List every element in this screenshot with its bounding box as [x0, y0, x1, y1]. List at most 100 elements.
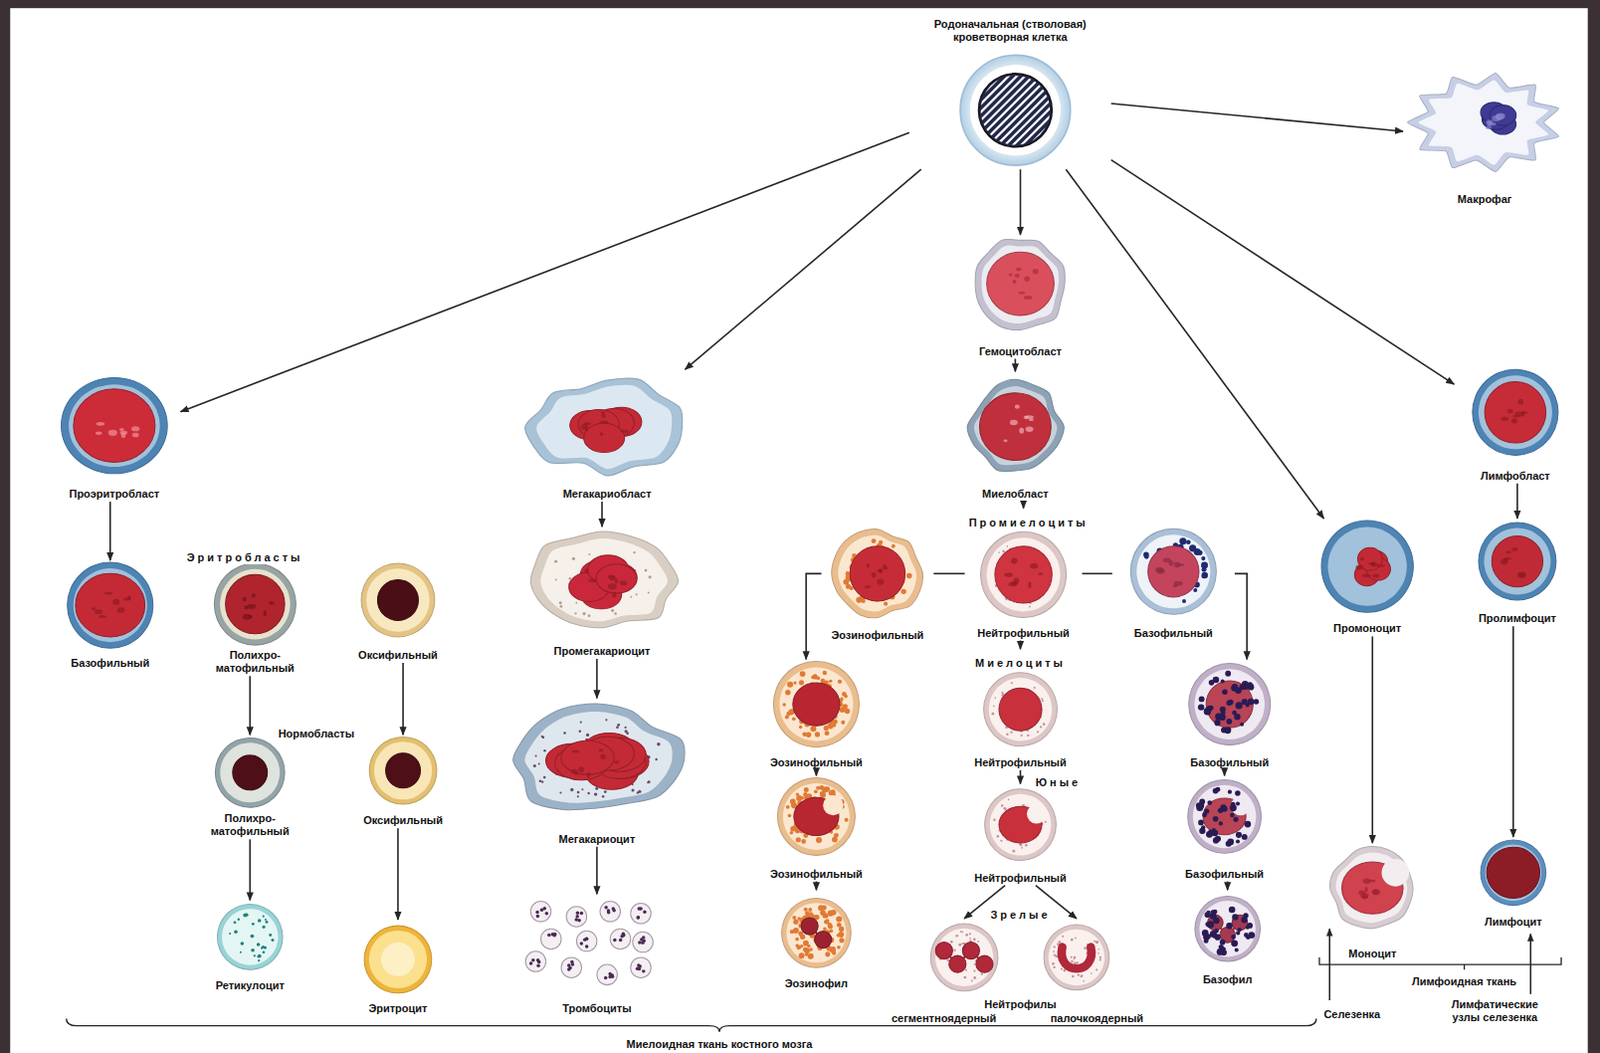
nucleus-texture: [1360, 557, 1365, 561]
nucleus-texture: [584, 421, 593, 425]
cytoplasm: [219, 569, 291, 640]
granule: [542, 736, 546, 740]
cytoplasm: [989, 677, 1052, 741]
nucleus-texture: [611, 592, 616, 599]
cell-picture: [213, 563, 296, 645]
cytoplasm: [981, 245, 1058, 324]
granule: [1220, 678, 1225, 683]
cell-membrane: [1188, 779, 1262, 853]
granule: [1221, 689, 1228, 696]
nucleus-texture: [1023, 414, 1029, 419]
nucleus-texture: [876, 578, 884, 585]
cell-membrane: [782, 897, 852, 968]
granule: [840, 720, 845, 725]
granule: [637, 790, 641, 794]
granule: [906, 573, 913, 580]
granule: [965, 969, 968, 972]
nucleus-texture: [112, 599, 120, 605]
cell-node: Ретикулоцит: [194, 900, 307, 995]
granule: [1028, 605, 1031, 608]
granule: [1052, 966, 1055, 969]
cytoplasm: [68, 384, 161, 467]
granule: [1005, 733, 1008, 736]
granule: [824, 951, 830, 957]
nucleus-texture: [882, 564, 886, 569]
cell-picture: [513, 703, 685, 810]
nucleus: [1202, 798, 1246, 835]
granule: [891, 544, 896, 549]
granule: [563, 731, 567, 735]
nucleus-texture: [1156, 568, 1165, 575]
nucleus: [377, 579, 418, 620]
nucleus-texture: [572, 750, 581, 754]
hatch-line: [1047, 69, 1130, 152]
granule: [800, 944, 803, 948]
nucleus-texture: [1008, 272, 1013, 276]
arrow-connector: [1014, 359, 1017, 373]
granule: [1235, 801, 1240, 806]
nucleus-texture: [1168, 560, 1174, 566]
granule: [1226, 718, 1233, 725]
platelet-body: [597, 964, 618, 986]
granule: [844, 817, 849, 822]
cell-node: Эозинофильный: [821, 524, 935, 643]
nucleus-texture: [1014, 273, 1020, 278]
cytoplasm: [1199, 900, 1255, 957]
hatch-line: [925, 69, 1007, 152]
cytoplasm: [1048, 929, 1105, 986]
arrow-connector: [1223, 770, 1226, 777]
hatch-line: [901, 69, 984, 152]
granule: [1219, 803, 1226, 810]
nucleus-notch: [1382, 858, 1410, 887]
cytoplasm: [540, 538, 668, 621]
cell-membrane: [773, 661, 859, 748]
arrow-connector: [397, 827, 400, 920]
granule: [647, 591, 650, 594]
granule: [648, 575, 652, 579]
cell-label: сегментноядерный: [891, 1011, 997, 1025]
granule: [535, 754, 538, 757]
nucleus-texture: [601, 413, 606, 418]
nucleus-texture: [1362, 573, 1372, 578]
nucleus-texture: [1372, 888, 1382, 895]
granule: [257, 918, 262, 923]
granule: [827, 723, 834, 730]
nucleus-texture: [1023, 295, 1033, 300]
cell-membrane: [1043, 924, 1110, 991]
nucleus-texture: [104, 592, 114, 596]
granule: [803, 907, 808, 912]
granule: [1186, 539, 1192, 545]
granule: [1083, 946, 1087, 950]
nucleus-lobe: [962, 942, 980, 960]
nucleus-texture: [247, 614, 253, 618]
nucleus-texture: [1032, 268, 1039, 274]
platelet-granule: [543, 906, 547, 910]
cell-picture: [1407, 73, 1560, 173]
cytoplasm: [366, 568, 429, 631]
granule: [1198, 703, 1204, 710]
granule: [262, 950, 266, 954]
granule: [829, 789, 836, 796]
cell-label: Пролимфоцит: [1478, 611, 1557, 625]
nucleus-lobe: [800, 917, 818, 935]
granule: [785, 714, 790, 719]
cell-node: Лимфобласт: [1453, 365, 1577, 484]
granule: [793, 928, 799, 934]
label-row: Эозинофильный: [755, 863, 878, 882]
cell-membrane: [216, 904, 283, 971]
nucleus-texture: [1009, 419, 1018, 425]
granule: [1000, 803, 1003, 806]
granule: [1235, 701, 1243, 709]
hatch-line: [983, 69, 1065, 152]
cell-label: Базофильный: [1134, 626, 1213, 640]
nucleus-texture: [94, 608, 103, 614]
cell-label: Лимфобласт: [1480, 469, 1551, 483]
granule: [1245, 925, 1250, 930]
leader-arrow: [1328, 928, 1331, 1000]
platelet-granule: [535, 910, 539, 914]
cell-membrane: [985, 789, 1057, 861]
cell-picture: [1321, 520, 1413, 612]
cell-label: Гемоцитобласт: [979, 345, 1062, 359]
platelet-granule: [536, 958, 540, 962]
